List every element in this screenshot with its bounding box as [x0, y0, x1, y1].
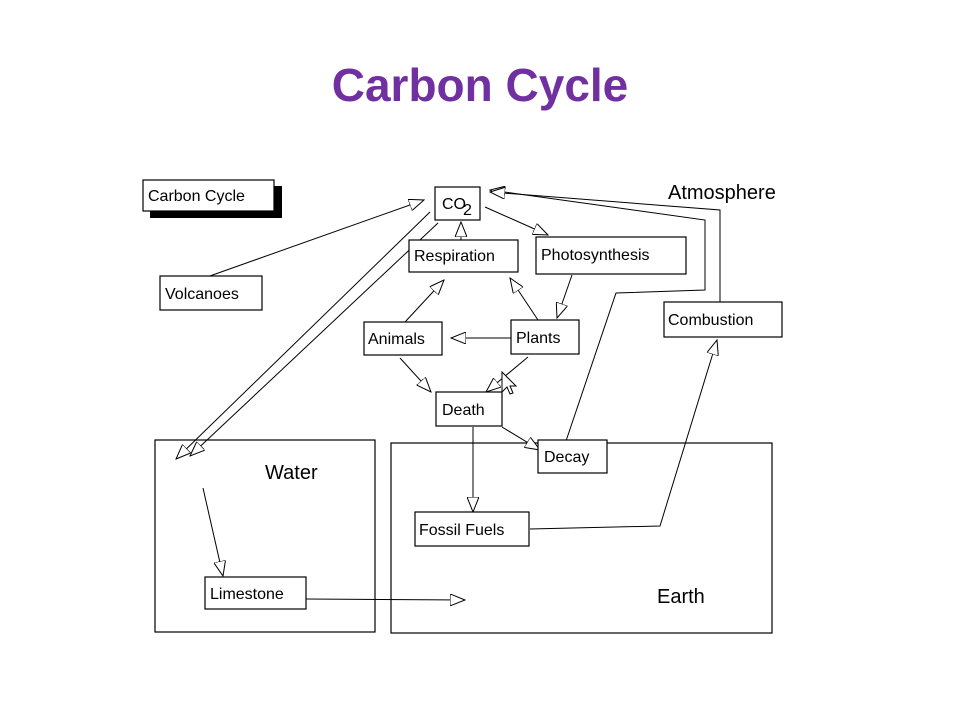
- death-label: Death: [442, 402, 485, 419]
- co2-label: CO2: [442, 196, 472, 219]
- decay-box: [537, 439, 608, 474]
- water-region: [154, 439, 376, 633]
- volcanoes-label: Volcanoes: [165, 286, 239, 303]
- arrow-co2-to-photosynthesis: [484, 206, 548, 235]
- arrow-limestone-to-earth: [305, 599, 465, 600]
- co2-main: CO: [442, 196, 466, 213]
- arrow-co2-to-water-2: [190, 222, 439, 456]
- arrow-decay-to-co2: [490, 190, 706, 442]
- fossil-fuels-label: Fossil Fuels: [419, 522, 504, 539]
- arrow-plants-to-death: [486, 356, 529, 392]
- animals-label: Animals: [368, 331, 425, 348]
- respiration-box: [408, 239, 519, 273]
- combustion-box: [663, 301, 783, 338]
- earth-label: Earth: [657, 586, 705, 608]
- arrow-animals-to-death: [399, 357, 431, 392]
- arrow-plants-to-respiration: [510, 278, 539, 321]
- plants-box: [510, 319, 580, 355]
- arrow-fossil-fuels-to-combustion: [529, 340, 717, 530]
- plants-label: Plants: [516, 330, 560, 347]
- photosynthesis-label: Photosynthesis: [541, 247, 650, 264]
- combustion-label: Combustion: [668, 312, 753, 329]
- cursor-icon: [501, 370, 518, 395]
- fossil-fuels-box: [414, 511, 530, 547]
- atmosphere-label: Atmosphere: [668, 182, 776, 204]
- arrow-death-to-decay: [501, 426, 540, 450]
- decay-label: Decay: [544, 449, 589, 466]
- animals-box: [363, 321, 443, 356]
- arrow-animals-to-respiration: [404, 280, 444, 323]
- slide-title: Carbon Cycle: [331, 59, 629, 111]
- legend-box: [142, 179, 275, 212]
- arrow-photosynthesis-to-plants: [557, 274, 573, 318]
- arrow-combustion-to-co2: [490, 192, 721, 304]
- legend-title: Carbon Cycle: [148, 188, 245, 205]
- co2-box: [434, 186, 481, 221]
- arrow-co2-to-water-1: [176, 211, 431, 459]
- co2-subscript: 2: [463, 202, 472, 219]
- limestone-box: [204, 576, 307, 610]
- photosynthesis-box: [535, 236, 687, 275]
- water-label: Water: [265, 462, 318, 484]
- respiration-label: Respiration: [414, 248, 495, 265]
- volcanoes-box: [159, 275, 263, 311]
- death-box: [435, 391, 503, 427]
- arrow-water-to-limestone: [202, 487, 223, 576]
- limestone-label: Limestone: [210, 586, 284, 603]
- arrow-volcanoes-to-co2: [206, 200, 424, 278]
